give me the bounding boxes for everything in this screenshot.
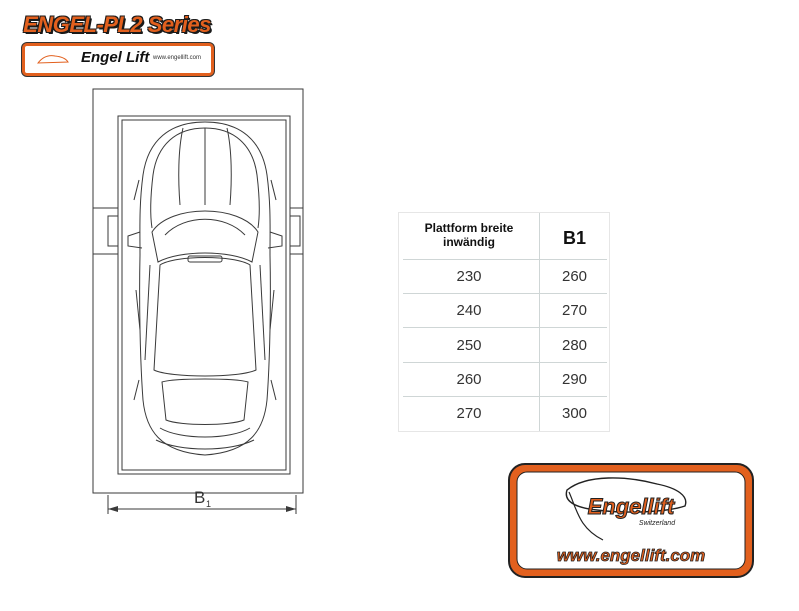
header-mini-emblem bbox=[35, 50, 71, 68]
table-cell: 250 bbox=[456, 337, 482, 354]
table-cell: 270 bbox=[561, 302, 588, 319]
dimension-table: Plattform breite inwändig B1 230 260 240… bbox=[398, 212, 610, 432]
table-column-divider bbox=[539, 213, 540, 431]
dimension-arrow-left bbox=[108, 506, 118, 512]
engellift-logo: Engellift Switzerland www.engellift.com bbox=[508, 463, 754, 578]
table-cell: 260 bbox=[456, 371, 482, 388]
table-divider bbox=[403, 259, 607, 260]
table-divider bbox=[403, 293, 607, 294]
dimension-subscript: 1 bbox=[206, 499, 211, 509]
dimension-arrow-right bbox=[286, 506, 296, 512]
header-brand: Engel Lift bbox=[81, 49, 150, 66]
table-divider bbox=[403, 362, 607, 363]
table-cell: 290 bbox=[561, 371, 588, 388]
logo-sub: Switzerland bbox=[639, 520, 676, 527]
logo-url: www.engellift.com bbox=[557, 546, 706, 565]
table-divider bbox=[403, 327, 607, 328]
table-header-b1: B1 bbox=[562, 228, 586, 248]
mini-car-icon bbox=[36, 55, 69, 64]
car-silhouette-icon bbox=[565, 477, 687, 513]
platform-outline bbox=[117, 115, 291, 475]
dimension-label: B bbox=[194, 488, 205, 507]
table-cell: 270 bbox=[456, 405, 482, 422]
pit-outline bbox=[92, 88, 304, 494]
car-top-view bbox=[127, 121, 283, 456]
header-url: www.engellift.com bbox=[153, 55, 202, 61]
table-cell: 280 bbox=[561, 337, 588, 354]
table-cell: 240 bbox=[456, 302, 482, 319]
header-brand-band: Engel Lift www.engellift.com bbox=[22, 43, 214, 76]
series-title: ENGEL-PL2 Series bbox=[23, 12, 211, 37]
table-header-platform-width: Plattform breite inwändig bbox=[424, 221, 514, 249]
table-cell: 230 bbox=[456, 268, 482, 285]
table-divider bbox=[403, 396, 607, 397]
table-cell: 260 bbox=[561, 268, 588, 285]
table-cell: 300 bbox=[561, 405, 588, 422]
logo-brand: Engellift bbox=[588, 494, 676, 519]
header-logo: ENGEL-PL2 Series Engel Lift www.engellif… bbox=[20, 12, 214, 76]
